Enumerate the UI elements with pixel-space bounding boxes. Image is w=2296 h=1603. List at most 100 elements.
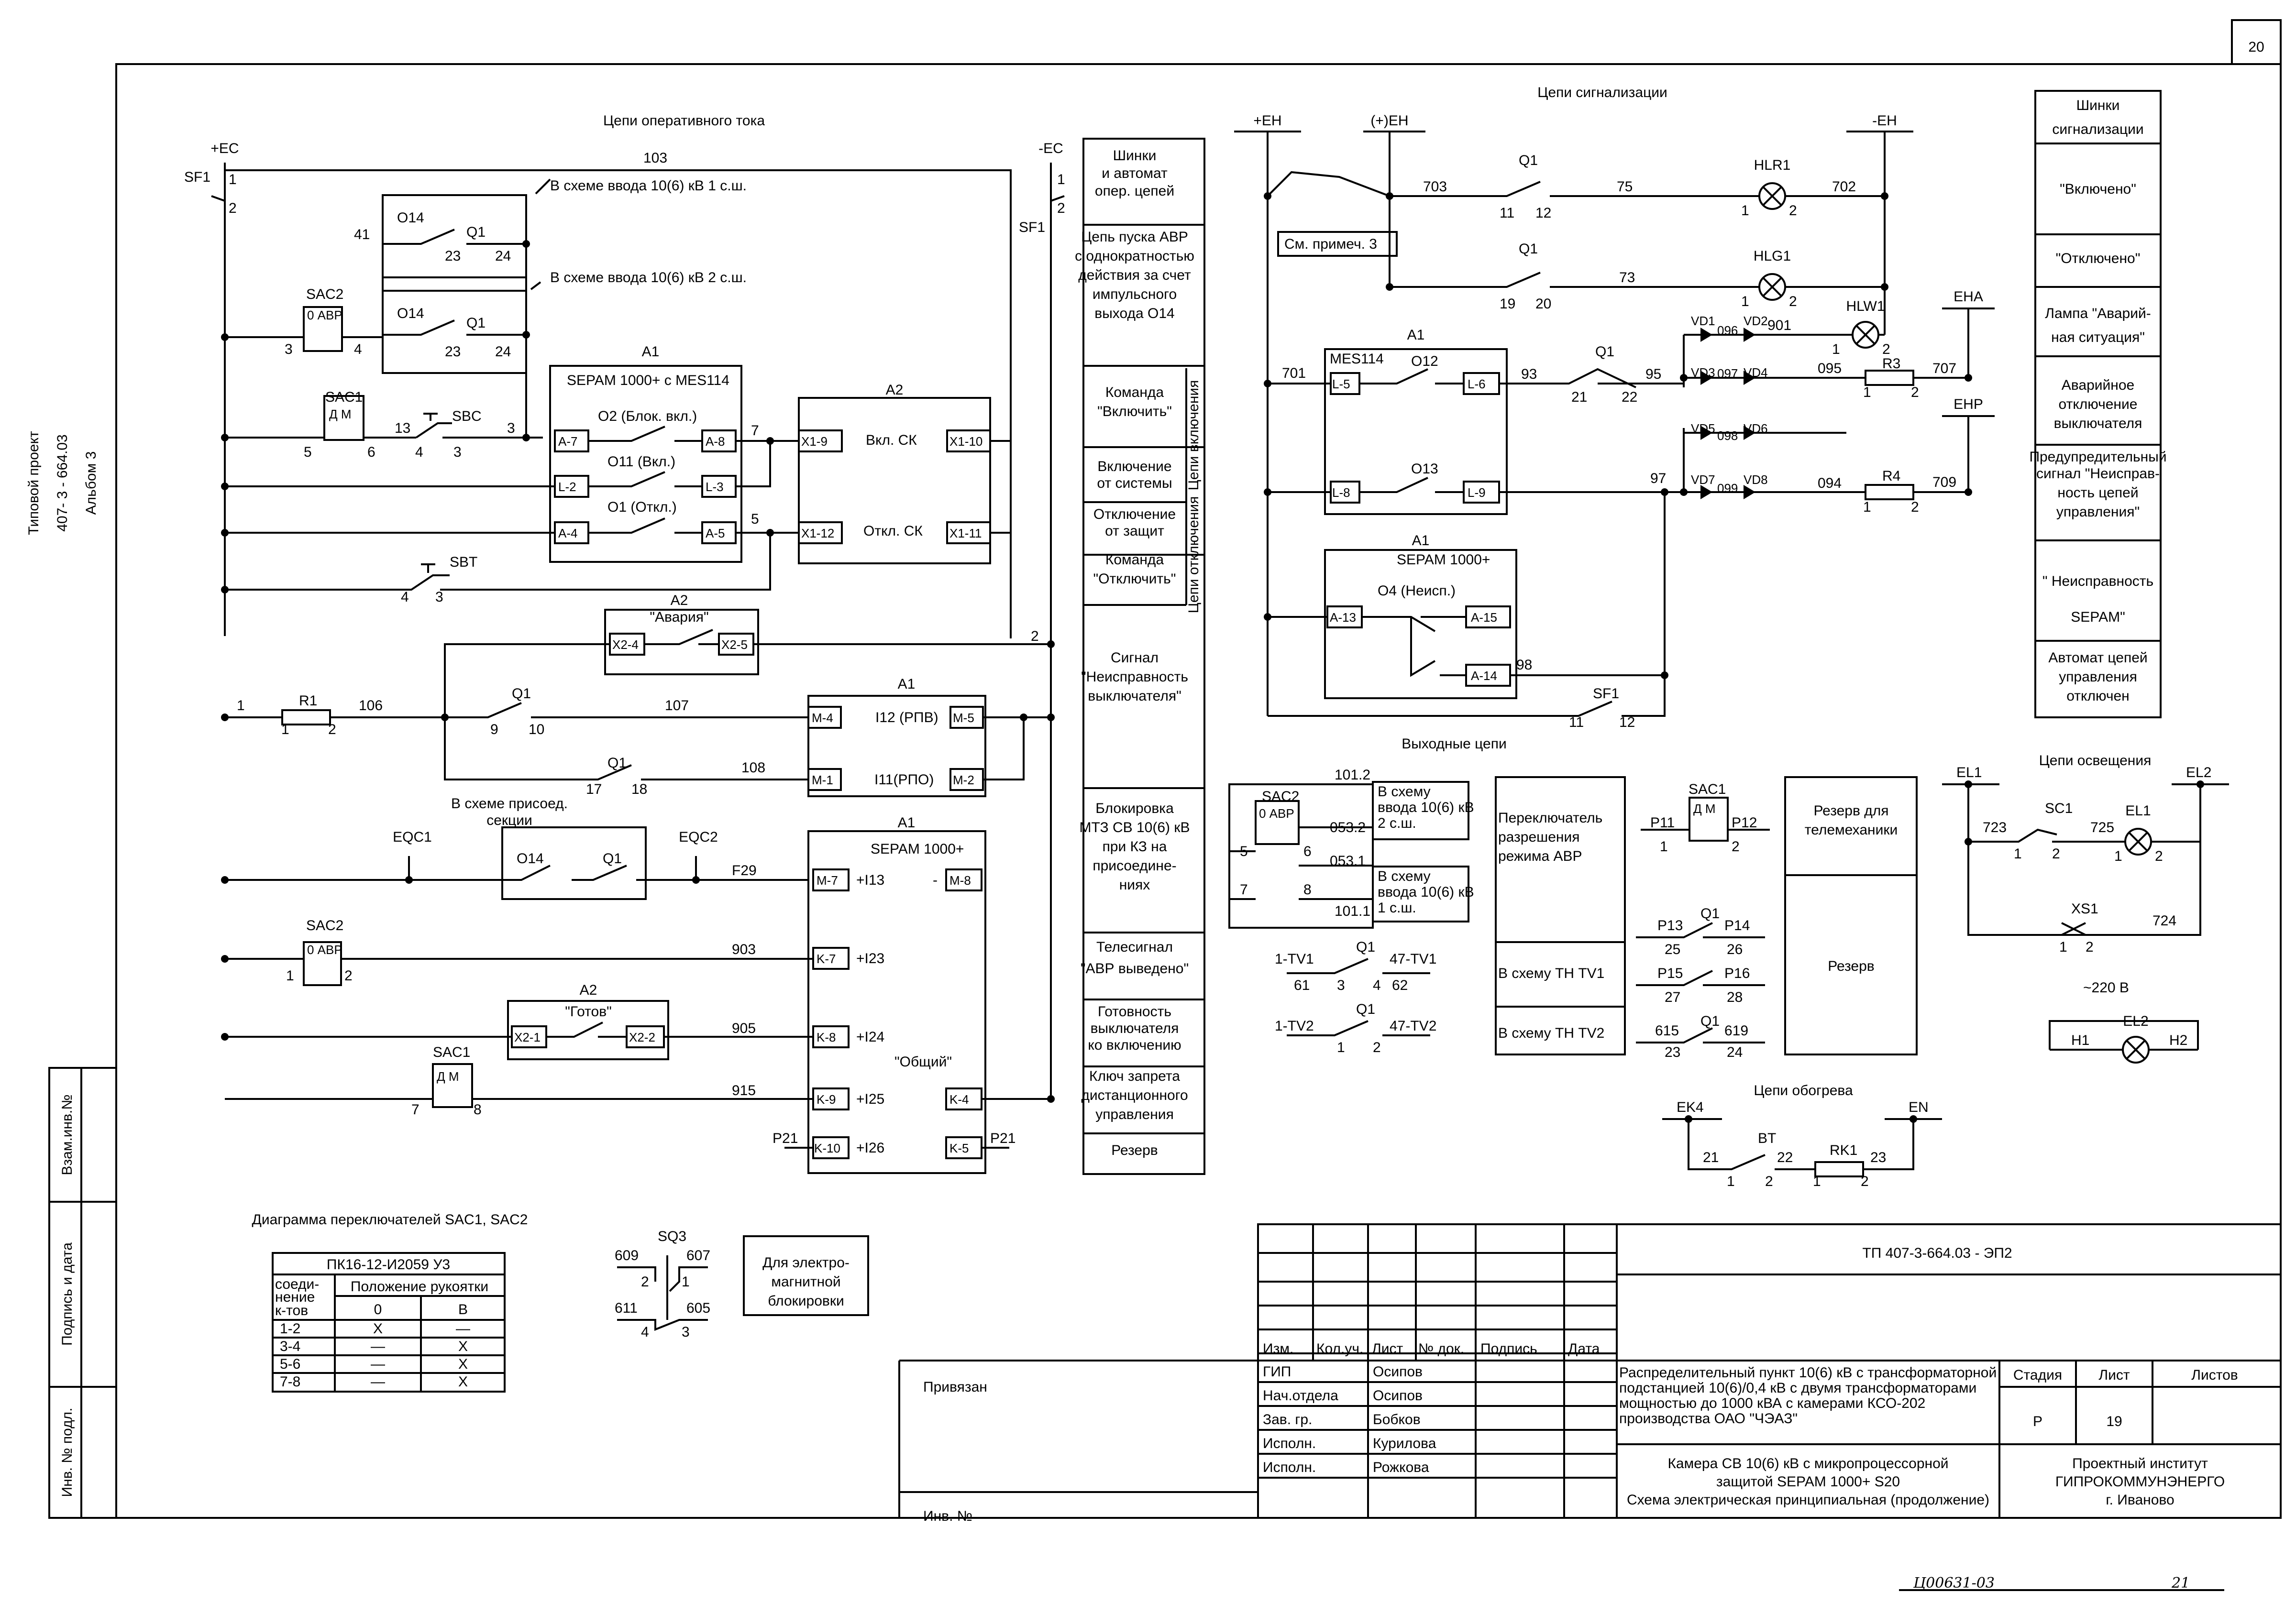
op-legend-13: Отключение [1093, 506, 1176, 522]
op-legend-29: выключателя [1091, 1021, 1179, 1036]
label-light_labels-n2: 2 [2086, 939, 2094, 955]
label-op_labels-n23: 23 [445, 248, 461, 264]
sig-legend-4: Лампа "Аварий- [2045, 306, 2151, 321]
label-sig_labels-vd2: VD2 [1744, 314, 1768, 328]
label-sig_labels-w73: 73 [1619, 270, 1635, 285]
label-out_labels-vvod1-0: В схему [1378, 868, 1431, 884]
label-op_labels-k8: K-8 [817, 1030, 836, 1044]
label-op_labels-sac1: SAC1 [433, 1044, 470, 1060]
label-light_labels-el2: EL2 [2123, 1013, 2148, 1029]
lamp-crosses [1762, 186, 2148, 1060]
label-op_labels-q1: Q1 [512, 686, 531, 702]
label-sig_labels-eha: EHA [1954, 289, 1983, 305]
title-institute-2: г. Иваново [2106, 1492, 2174, 1508]
label-sig_labels-n12: 12 [1619, 714, 1635, 730]
junction-dot [221, 434, 229, 441]
label-out_labels-n7: 7 [1240, 882, 1248, 898]
label-op_labels-w915: 915 [732, 1083, 756, 1098]
label-sig_labels-vd6: VD6 [1744, 421, 1768, 436]
label-op_labels-minus_ec: -EC [1038, 141, 1063, 156]
op-legend-19: "Неисправность [1081, 669, 1188, 685]
label-sig_labels-o4: O4 (Неисп.) [1378, 583, 1456, 599]
title-institute-0: Проектный институт [2072, 1456, 2208, 1471]
label-sig_labels-q1: Q1 [1595, 344, 1614, 360]
switch-row-3-pos0: — [371, 1374, 385, 1390]
label-out_labels-n24: 24 [1727, 1044, 1743, 1060]
label-out_labels-vvod2-1: ввода 10(6) кВ [1378, 800, 1474, 815]
junction-dot [522, 331, 530, 339]
junction-dot [2197, 780, 2204, 788]
junction-dot [221, 586, 229, 593]
label-sig_labels-l9: L-9 [1468, 485, 1486, 500]
label-switch_table-pos-1: В [458, 1302, 468, 1318]
label-out_labels-w619: 619 [1724, 1023, 1748, 1039]
junction-dot [1264, 613, 1271, 621]
label-op_labels-n7: 7 [411, 1102, 419, 1118]
label-op_labels-x21: X2-1 [514, 1030, 541, 1044]
title-project-3: производства ОАО "ЧЭАЗ" [1619, 1411, 1798, 1427]
label-op_labels-d_m: Д М [437, 1069, 459, 1084]
label-light_labels-el1: EL1 [2125, 803, 2151, 819]
label-op_labels-eqc1: EQC1 [393, 829, 432, 845]
label-sig_labels-vd3: VD3 [1691, 365, 1715, 380]
label-out_labels-vvod2-2: 2 с.ш. [1378, 815, 1416, 831]
label-op_labels-n24: 24 [495, 344, 511, 360]
sig-legend-13: " Неисправность [2042, 573, 2153, 589]
junction-dot [221, 955, 229, 963]
label-sq3-n3: 3 [682, 1324, 690, 1340]
label-op_labels-n6: 6 [367, 444, 375, 460]
op-legend-8: Команда [1105, 384, 1164, 400]
label-sig_labels-mes114: MES114 [1330, 351, 1384, 367]
label-title_block-privyazan: Привязан [923, 1379, 987, 1395]
label-light_labels-n1: 1 [2014, 846, 2022, 862]
op-legend-vkl-group: Цепи включения [1186, 380, 1202, 491]
op-legend-32: дистанционного [1081, 1087, 1188, 1103]
switch-row-3-contacts: 7-8 [280, 1374, 300, 1390]
label-sig_labels-ehp: EHP [1954, 396, 1983, 412]
op-legend-5: действия за счет [1078, 267, 1191, 283]
label-sig_labels-minus_eh: -EH [1872, 113, 1897, 129]
label-out_labels-pereklyuch-0: Переключатель [1498, 810, 1602, 826]
junction-dot [1047, 640, 1055, 648]
label-op_labels-o_abr: 0 АВР [307, 943, 342, 957]
label-sig_labels-n2: 2 [1882, 341, 1890, 357]
junction-dot [1661, 671, 1668, 679]
label-out_labels-q1: Q1 [1356, 939, 1375, 955]
label-heat_labels-ek4: EK4 [1677, 1099, 1704, 1115]
label-sig_labels-hlw1: HLW1 [1846, 298, 1885, 314]
label-sig_labels-r4: R4 [1882, 468, 1900, 484]
label-sig_labels-n1: 1 [1741, 294, 1749, 309]
sig-legend-3: "Отключено" [2056, 251, 2141, 266]
label-sig_labels-w75: 75 [1617, 179, 1633, 195]
label-out_labels-p11: P11 [1650, 815, 1675, 831]
label-op_labels-sepam_mes: SEPAM 1000+ с MES114 [567, 373, 729, 388]
label-op_labels-x22: X2-2 [629, 1030, 655, 1044]
switch-row-2-pos0: — [371, 1356, 385, 1372]
label-op_labels-a8: A-8 [706, 434, 725, 449]
junction-dot [1965, 780, 1972, 788]
label-op_labels-a7: A-7 [558, 434, 577, 449]
label-sig_labels-n21: 21 [1571, 389, 1587, 405]
label-sig_labels-sepam: SEPAM 1000+ [1397, 552, 1490, 568]
title-drawing-0: Камера СВ 10(6) кВ с микропроцессорной [1667, 1456, 1948, 1471]
switch-row-0-contacts: 1-2 [280, 1321, 300, 1337]
label-op_labels-i25: +I25 [856, 1091, 884, 1107]
label-op_labels-sbt: SBT [450, 554, 477, 570]
label-out_labels-n4: 4 [1373, 977, 1381, 993]
title-role-1: Нач.отдела [1263, 1388, 1338, 1404]
label-op_labels-n18: 18 [631, 781, 647, 797]
label-out_labels-p15: P15 [1657, 966, 1683, 981]
label-op_labels-w103: 103 [643, 150, 667, 166]
label-op_labels-sbc: SBC [452, 408, 482, 424]
title-role-2: Зав. гр. [1263, 1412, 1312, 1427]
label-switch_table-col1-1: нение [275, 1289, 315, 1305]
label-light_labels-n2: 2 [2052, 846, 2060, 862]
label-op_labels-a4: A-4 [558, 526, 577, 540]
junction-dot [441, 714, 449, 721]
label-light_labels-h2: H2 [2169, 1032, 2187, 1048]
label-sig_labels-q1: Q1 [1519, 241, 1538, 257]
sig-legend-14: SEPAM" [2071, 609, 2125, 625]
